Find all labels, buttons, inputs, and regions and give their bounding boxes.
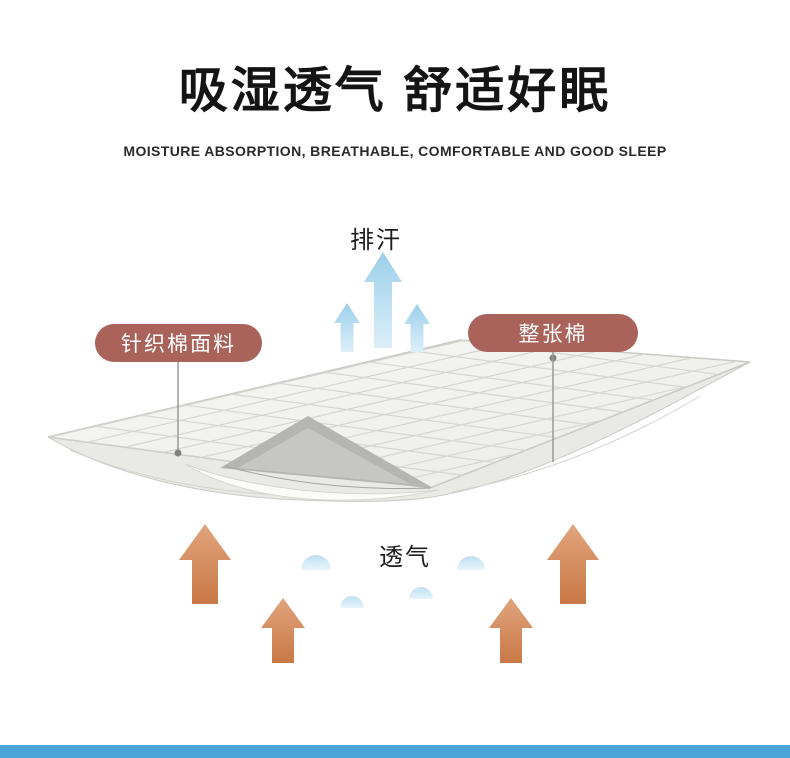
breathable-arrows-up [179, 524, 599, 663]
blue-arrow-right [404, 304, 430, 352]
fold-corner-curl [184, 463, 439, 501]
mattress-pad [47, 339, 751, 502]
breathable-label: 透气 [379, 544, 431, 571]
cotton-pill: 整张棉 [468, 314, 638, 352]
air-dome-4 [457, 556, 485, 570]
fold-corner-mid [238, 428, 410, 484]
fabric-pill: 针织棉面料 [95, 324, 262, 362]
page-subtitle: MOISTURE ABSORPTION, BREATHABLE, COMFORT… [123, 143, 667, 159]
orange-arrow-4 [547, 524, 599, 604]
air-dome-1 [301, 555, 331, 570]
orange-arrow-3 [489, 598, 533, 663]
bottom-bar [0, 745, 790, 758]
orange-arrow-2 [261, 598, 305, 663]
air-dome-2 [340, 596, 364, 608]
sweat-label: 排汗 [350, 227, 402, 254]
cotton-leader-line [549, 352, 557, 462]
fabric-leader-line [174, 362, 182, 457]
sweat-arrows-up [334, 252, 430, 352]
air-domes [301, 555, 485, 608]
orange-arrow-1 [179, 524, 231, 604]
blue-arrow-middle [364, 252, 402, 348]
page-title: 吸湿透气 舒适好眠 [178, 64, 612, 118]
pad-drape-line-right [451, 395, 701, 493]
air-dome-3 [409, 587, 433, 599]
blue-arrow-left [334, 303, 360, 352]
fold-seam-line [224, 465, 431, 490]
